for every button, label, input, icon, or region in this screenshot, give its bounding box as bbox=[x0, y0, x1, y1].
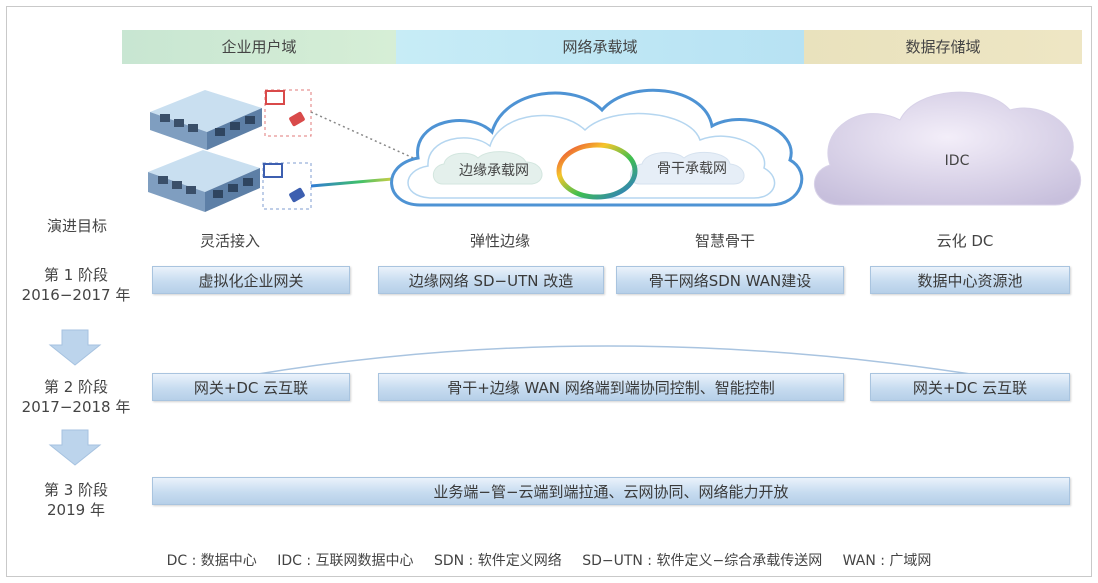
stage1-item: 骨干网络SDN WAN建设 bbox=[616, 266, 844, 294]
goal-backbone: 智慧骨干 bbox=[694, 232, 755, 250]
idc-label: IDC bbox=[945, 153, 970, 169]
stage1-item: 数据中心资源池 bbox=[870, 266, 1070, 294]
dashed-link bbox=[310, 111, 441, 171]
stage-1-name: 第 1 阶段 bbox=[43, 266, 109, 284]
idc-cloud-icon bbox=[814, 91, 1082, 206]
stage2-item: 骨干+边缘 WAN 网络端到端协同控制、智能控制 bbox=[378, 373, 844, 401]
enterprise-building-icon bbox=[148, 150, 260, 212]
goal-edge: 弹性边缘 bbox=[469, 232, 530, 250]
ring-link-icon bbox=[556, 142, 638, 200]
enterprise-device-icon bbox=[264, 89, 312, 137]
stage3-item: 业务端−管−云端到端拉通、云网协同、网络能力开放 bbox=[152, 477, 1070, 505]
goals-label: 演进目标 bbox=[46, 217, 107, 235]
network-cloud-icon bbox=[390, 88, 804, 207]
stage1-item: 边缘网络 SD−UTN 改造 bbox=[378, 266, 604, 294]
domain-enterprise: 企业用户域 bbox=[122, 30, 396, 64]
stage-3-name: 第 3 阶段 bbox=[43, 481, 109, 499]
stage-2-years: 2017−2018 年 bbox=[21, 398, 131, 416]
stage1-item: 虚拟化企业网关 bbox=[152, 266, 350, 294]
legend-item: SD−UTN : 软件定义−综合承载传送网 bbox=[582, 553, 823, 569]
stage-3-years: 2019 年 bbox=[47, 501, 105, 519]
stage-2-name: 第 2 阶段 bbox=[43, 378, 109, 396]
stage2-item: 网关+DC 云互联 bbox=[152, 373, 350, 401]
legend-item: WAN : 广域网 bbox=[842, 553, 932, 569]
stage-1-years: 2016−2017 年 bbox=[21, 286, 131, 304]
enterprise-device-icon bbox=[262, 162, 312, 210]
stage2-arc bbox=[239, 345, 991, 378]
legend-item: DC : 数据中心 bbox=[166, 553, 257, 569]
enterprise-building-icon bbox=[150, 90, 262, 150]
goal-access: 灵活接入 bbox=[199, 232, 260, 250]
domain-storage: 数据存储域 bbox=[804, 30, 1082, 64]
diagram-frame bbox=[6, 6, 1092, 577]
goal-dc: 云化 DC bbox=[936, 232, 994, 250]
edge-network-label: 边缘承载网 bbox=[459, 163, 529, 179]
stage2-item: 网关+DC 云互联 bbox=[870, 373, 1070, 401]
stage-1-label: 第 1 阶段 2016−2017 年 bbox=[6, 265, 146, 305]
legend-item: SDN : 软件定义网络 bbox=[433, 553, 562, 569]
abbreviation-legend: DC : 数据中心 IDC : 互联网数据中心 SDN : 软件定义网络 SD−… bbox=[0, 550, 1098, 570]
backbone-network-label: 骨干承载网 bbox=[657, 161, 727, 177]
domain-network: 网络承载域 bbox=[396, 30, 804, 64]
stage-3-label: 第 3 阶段 2019 年 bbox=[6, 480, 146, 520]
stage-2-label: 第 2 阶段 2017−2018 年 bbox=[6, 377, 146, 417]
legend-item: IDC : 互联网数据中心 bbox=[277, 553, 414, 569]
down-arrow-icon bbox=[48, 429, 102, 466]
down-arrow-icon bbox=[48, 329, 102, 366]
